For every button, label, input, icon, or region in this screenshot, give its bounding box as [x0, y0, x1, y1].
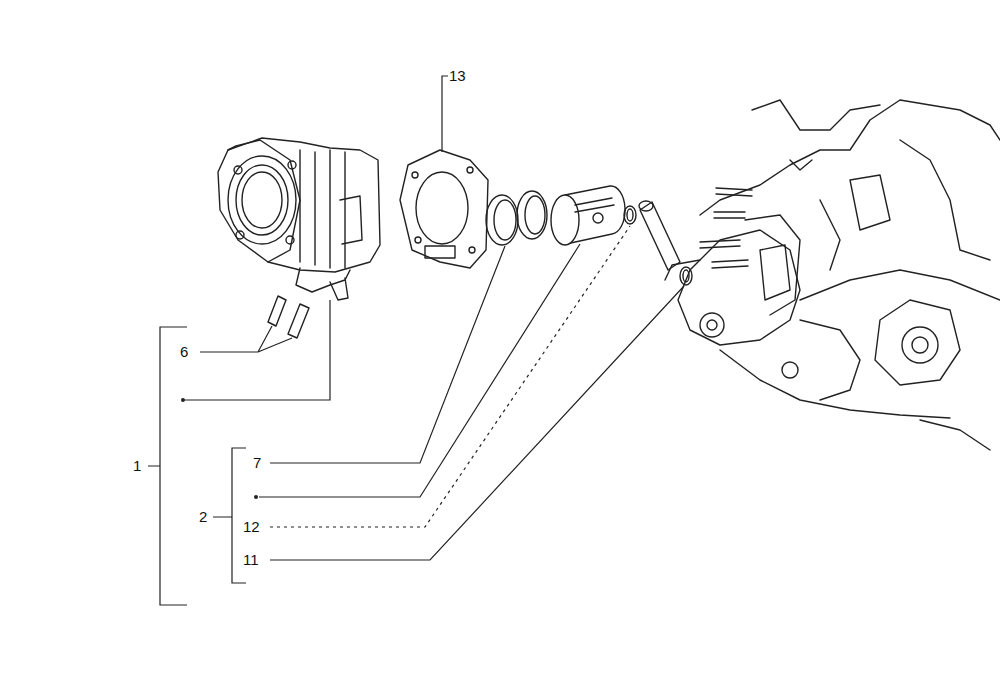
- base-gasket: [400, 150, 488, 268]
- callout-number: 12: [243, 518, 260, 536]
- leader-dots: [181, 398, 258, 499]
- callout-number: 1: [133, 457, 141, 475]
- callout-number: 11: [243, 551, 259, 569]
- piston: [551, 186, 625, 245]
- leaders: [148, 76, 684, 605]
- cylinder: [218, 138, 380, 300]
- crankcase: [665, 100, 1000, 450]
- callout-number: 7: [253, 454, 261, 472]
- pin-and-clips: [624, 201, 692, 285]
- dowels: [268, 296, 309, 338]
- callout-number: 2: [199, 508, 207, 526]
- piston-rings: [486, 191, 547, 245]
- callout-number: 13: [449, 67, 466, 85]
- callout-number: 6: [180, 343, 188, 361]
